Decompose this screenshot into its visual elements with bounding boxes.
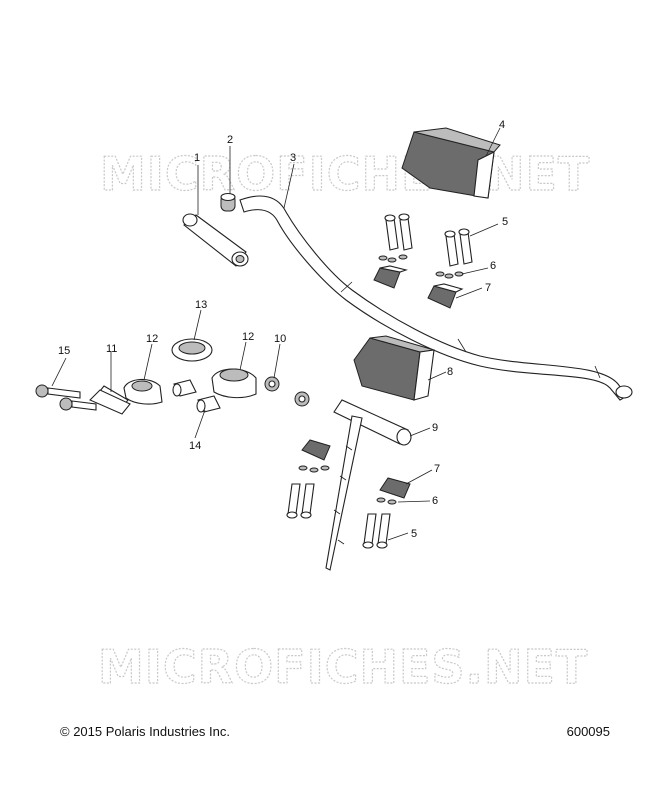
callout-1: 1: [194, 152, 200, 164]
callout-5-upper: 5: [502, 216, 508, 228]
leader-lines: [51, 127, 501, 541]
bolts-left: [35, 384, 97, 411]
callout-4: 4: [499, 119, 505, 131]
handlebar-cover: [401, 127, 501, 199]
bolts-upper: [384, 213, 473, 267]
callout-15: 15: [58, 345, 70, 357]
nuts: [264, 376, 310, 407]
copyright-text: © 2015 Polaris Industries Inc.: [60, 724, 230, 739]
steering-post: [325, 399, 412, 571]
lower-clamps: [301, 439, 411, 499]
callout-12-right: 12: [242, 331, 254, 343]
clamps-left: [123, 368, 257, 405]
watermark-top: MICROFICHES.NET: [100, 147, 590, 201]
bolts-lower: [286, 483, 391, 549]
riser: [353, 335, 435, 401]
watermark-bottom: MICROFICHES.NET: [98, 640, 588, 694]
mount-bracket: [89, 385, 131, 415]
callout-6-lower: 6: [432, 495, 438, 507]
callout-9: 9: [432, 422, 438, 434]
grip: [182, 213, 249, 267]
callout-14: 14: [189, 440, 201, 452]
callout-13: 13: [195, 299, 207, 311]
callout-8: 8: [447, 366, 453, 378]
callout-7-lower: 7: [434, 463, 440, 475]
callout-10: 10: [274, 333, 286, 345]
bar-end-plug: [220, 192, 236, 212]
callout-2: 2: [227, 134, 233, 146]
washers-lower: [298, 465, 397, 505]
callout-12-left: 12: [146, 333, 158, 345]
handlebar: [239, 195, 633, 401]
spacers: [172, 379, 221, 413]
callout-7-upper: 7: [485, 282, 491, 294]
callout-11: 11: [106, 343, 117, 355]
callout-3: 3: [290, 152, 296, 164]
callout-6-upper: 6: [490, 260, 496, 272]
callout-5-lower: 5: [411, 528, 417, 540]
bushing: [171, 338, 213, 362]
upper-clamps: [373, 265, 464, 309]
diagram-number: 600095: [566, 724, 610, 739]
